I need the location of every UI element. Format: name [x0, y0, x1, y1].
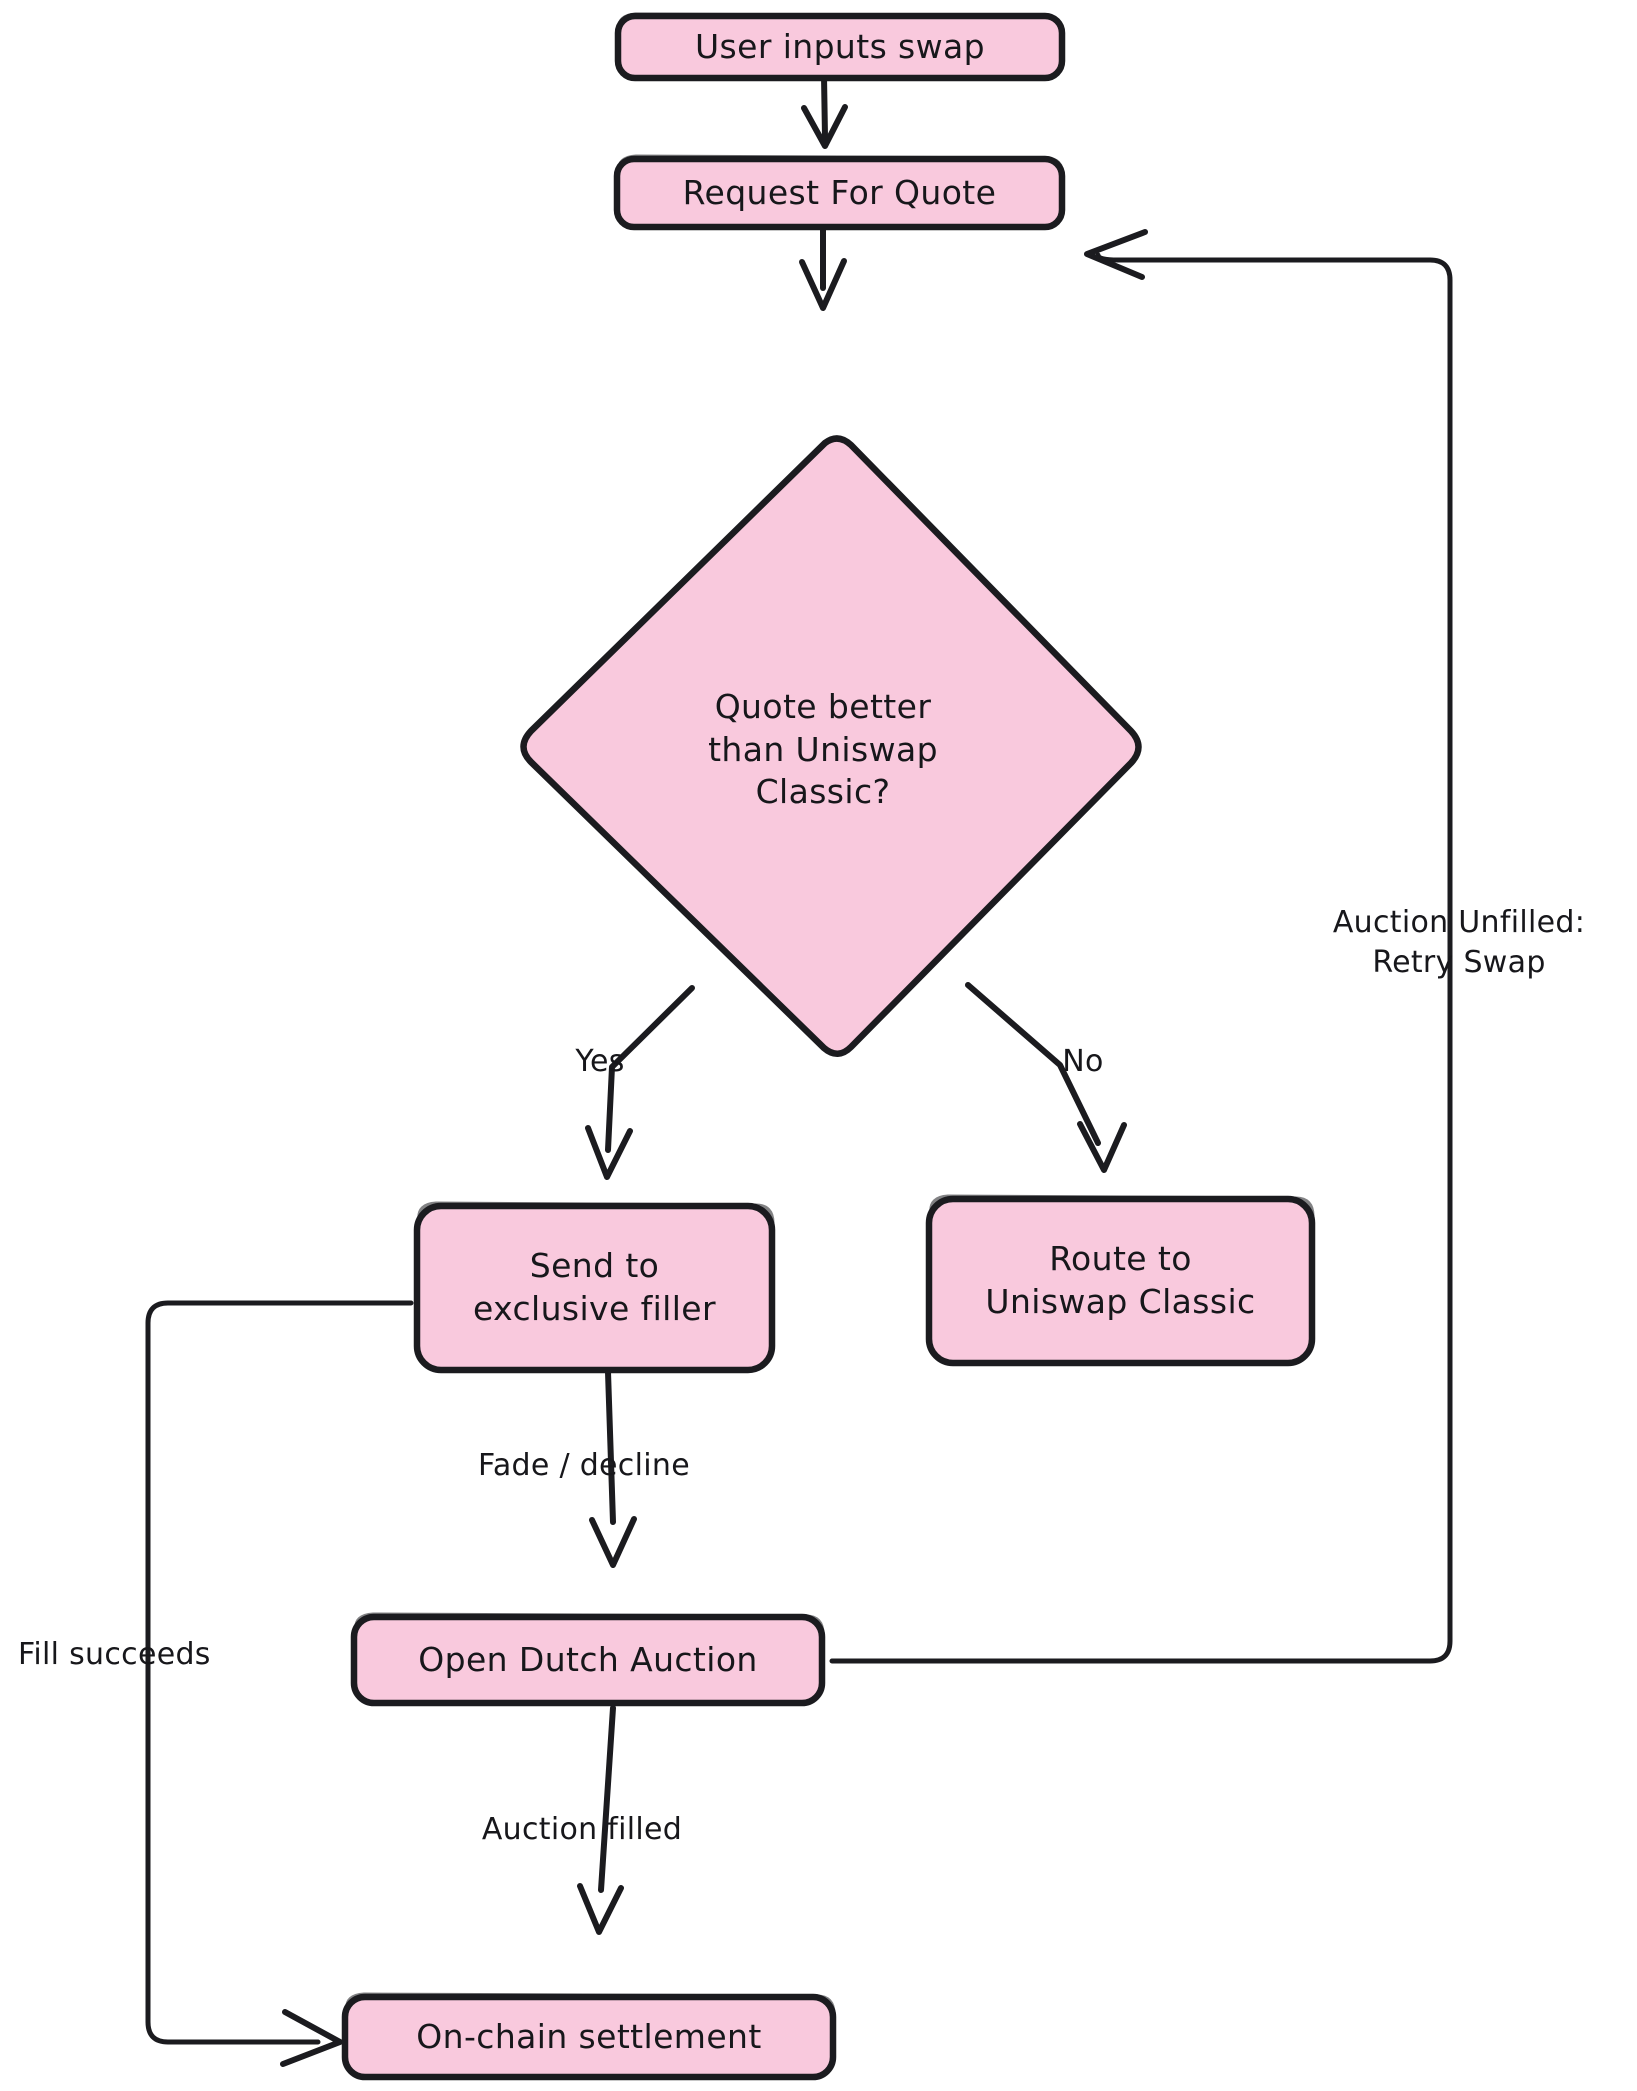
node-open-dutch-auction[interactable] [350, 1612, 826, 1707]
edge-dutch-auction-to-settlement [577, 1705, 624, 1935]
edge-exclusive-to-settlement [145, 1300, 414, 2067]
node-request-for-quote[interactable] [613, 154, 1066, 231]
edge-user-input-to-rfq [801, 73, 848, 149]
node-on-chain-settlement[interactable] [341, 1992, 837, 2081]
edge-dutch-auction-to-rfq [829, 229, 1453, 1664]
edge-decision-to-classic [965, 982, 1127, 1173]
edge-exclusive-to-dutch-auction [589, 1369, 637, 1568]
edge-rfq-to-decision [799, 226, 847, 311]
node-send-to-exclusive-filler[interactable] [413, 1201, 776, 1374]
node-quote-better-than-uniswap-classic[interactable] [520, 435, 1142, 1057]
node-user-inputs-swap[interactable] [614, 12, 1066, 82]
edge-decision-to-exclusive [585, 985, 695, 1180]
node-route-to-uniswap-classic[interactable] [925, 1194, 1316, 1367]
